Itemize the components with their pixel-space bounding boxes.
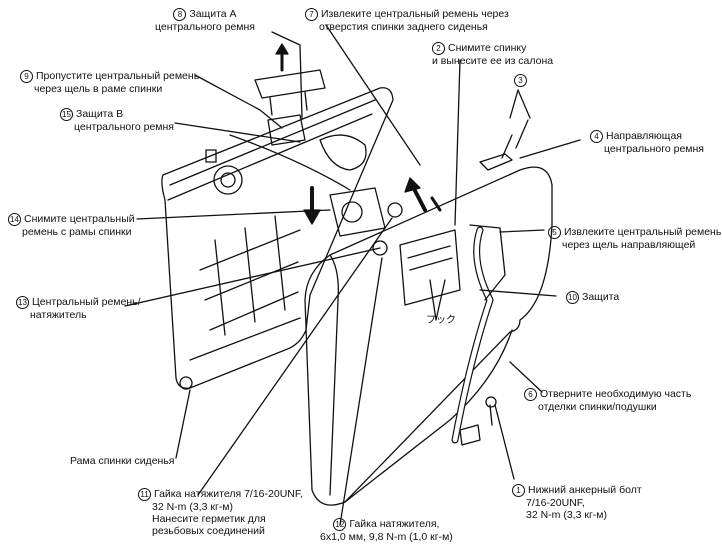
callout-text: центрального ремня (155, 21, 255, 33)
callout-number: 15 (60, 108, 73, 121)
callout-text: через щель направляющей (562, 239, 696, 251)
callout-text: Нижний анкерный болт (528, 484, 642, 496)
callout-text: резьбовых соединений (152, 525, 265, 537)
seat-back-frame (161, 87, 394, 389)
callout-text: Гайка натяжителя, (349, 518, 440, 530)
callout-3: 3 (514, 74, 530, 87)
callout-number: 3 (514, 74, 527, 87)
seat-back-cushion (304, 166, 553, 506)
hook-label: フック (426, 315, 456, 326)
callout-text: Снимите спинку (448, 42, 527, 54)
callout-number: 12 (333, 518, 347, 531)
callout-number: 7 (305, 8, 318, 21)
callout-number: 2 (432, 42, 445, 55)
callout-number: 13 (16, 296, 29, 309)
callout-number: 10 (566, 291, 579, 304)
callout-number: 4 (590, 130, 603, 143)
callout-text: Защита A (189, 8, 237, 20)
callout-text: Пропустите центральный ремень (36, 70, 200, 82)
callout-text: отверстия спинки заднего сиденья (319, 21, 488, 33)
callout-text: 6x1,0 мм, 9,8 N-m (1,0 кг-м) (320, 531, 453, 543)
callout-text: и вынесите ее из салона (432, 55, 554, 67)
retractor (329, 187, 386, 237)
callout-text: натяжитель (30, 309, 87, 321)
callout-text: 32 N-m (3,3 кг-м) (526, 509, 607, 521)
callout-text: отделки спинки/подушки (538, 401, 657, 413)
callout-number: 5 (548, 226, 561, 239)
callout-number: 6 (524, 388, 537, 401)
callout-text: Центральный ремень/ (32, 296, 141, 308)
callout-text: 7/16-20UNF, (526, 497, 585, 509)
protection-box (399, 229, 461, 306)
callout-text: Извлеките центральный ремень через (321, 8, 509, 20)
callout-text: центрального ремня (604, 143, 704, 155)
seat-frame-label: Рама спинки сиденья (70, 455, 175, 467)
callout-text: Извлеките центральный ремень (564, 226, 722, 238)
callout-text: ремень с рамы спинки (22, 226, 132, 238)
callout-text: Гайка натяжителя 7/16-20UNF, (154, 488, 304, 500)
callout-text: Нанесите герметик для (152, 513, 266, 525)
callout-text: Снимите центральный (24, 213, 135, 225)
callout-text: центрального ремня (74, 121, 174, 133)
protector-a (254, 69, 326, 99)
callout-text: Отверните необходимую часть (540, 388, 692, 400)
callout-text: Направляющая (606, 130, 682, 142)
callout-number: 11 (138, 488, 151, 501)
callout-text: 32 N-m (3,3 кг-м) (152, 501, 233, 513)
callout-number: 14 (8, 213, 21, 226)
callout-number: 8 (173, 8, 187, 21)
callout-text: через щель в раме спинки (34, 83, 163, 95)
callout-text: Защита (582, 291, 620, 303)
callout-number: 1 (512, 484, 525, 497)
callout-number: 9 (20, 70, 33, 83)
callout-text: Защита B (76, 108, 124, 120)
